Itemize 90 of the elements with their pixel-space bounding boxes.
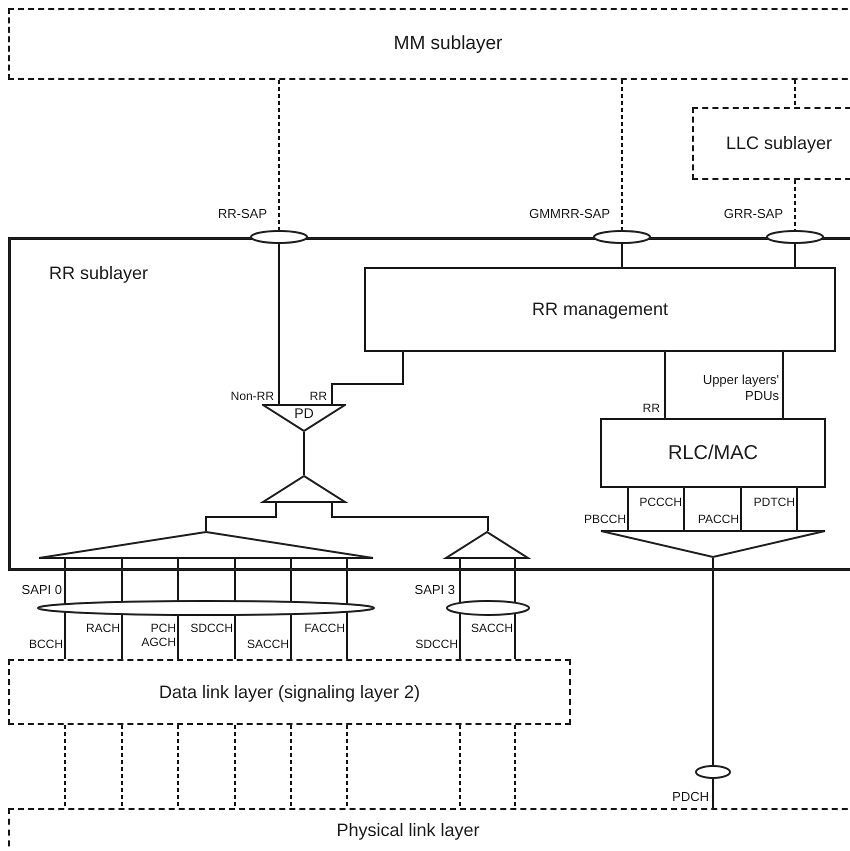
connector-line <box>796 488 798 530</box>
channel-label: PDCH <box>672 789 709 805</box>
connector-line <box>121 614 123 659</box>
edge-label: PBCCH <box>584 512 626 526</box>
edge-label: PCH AGCH <box>141 621 176 649</box>
dashed-connector <box>514 725 516 808</box>
triangle-label: PD <box>294 405 314 421</box>
connector-line <box>346 559 348 604</box>
connector-line <box>514 613 516 659</box>
dashed-connector <box>794 80 796 107</box>
connector-line <box>664 352 666 418</box>
process-box <box>600 418 826 488</box>
sap-ellipse <box>250 230 308 244</box>
connector-line <box>514 559 516 603</box>
edge-label: RACH <box>86 621 120 635</box>
edge-label: BCCH <box>28 637 63 651</box>
connector-line <box>782 352 784 418</box>
channel-group-ellipse <box>37 600 375 616</box>
box-label: Data link layer (signaling layer 2) <box>158 680 420 704</box>
dashed-connector <box>177 725 179 808</box>
sap-ellipse <box>593 230 651 244</box>
sap-ellipse <box>766 230 824 244</box>
channel-label: SAPI 3 <box>414 582 455 598</box>
connector-line <box>177 614 179 659</box>
dashed-connector <box>64 725 66 808</box>
dashed-connector <box>121 725 123 808</box>
edge-label: SACCH <box>470 621 513 635</box>
edge-label: PDTCH <box>754 495 795 509</box>
process-box <box>364 267 836 352</box>
connector-line <box>621 243 623 267</box>
connector-line <box>683 488 685 530</box>
sap-label: RR-SAP <box>218 206 267 222</box>
connector-line <box>712 558 714 766</box>
multiplexer-triangle <box>262 475 346 503</box>
edge-label: FACCH <box>304 621 345 635</box>
box-label: RR management <box>532 298 668 321</box>
connector-line <box>331 352 404 404</box>
edge-label: SDCCH <box>190 621 233 635</box>
connector-line <box>205 503 277 531</box>
connector-line <box>303 432 305 475</box>
connector-line <box>346 612 348 659</box>
layer-box <box>692 107 850 180</box>
connector-line <box>64 559 66 604</box>
edge-label: RR <box>310 389 327 403</box>
connector-line <box>64 612 66 659</box>
connector-line <box>121 559 123 602</box>
connector-line <box>794 243 796 267</box>
dashed-connector <box>346 725 348 808</box>
channel-group-ellipse <box>695 765 731 779</box>
dashed-connector <box>621 80 623 231</box>
dashed-connector <box>278 80 280 231</box>
connector-line <box>331 503 489 531</box>
box-label: Physical link layer <box>336 818 481 842</box>
dashed-connector <box>234 725 236 808</box>
layer-box <box>8 8 850 80</box>
sap-label: GRR-SAP <box>724 206 783 222</box>
connector-line <box>290 559 292 602</box>
layer-box <box>8 659 571 725</box>
layer-box <box>8 237 850 571</box>
dashed-connector <box>290 725 292 808</box>
multiplexer-triangle <box>38 531 374 559</box>
connector-line <box>712 778 714 808</box>
edge-label: Upper layers' PDUs <box>702 372 779 404</box>
box-label: RLC/MAC <box>668 441 758 466</box>
edge-label: PACCH <box>698 512 739 526</box>
edge-label: Non-RR <box>230 389 274 403</box>
edge-label: PCCCH <box>639 495 682 509</box>
edge-label: SDCCH <box>415 637 458 651</box>
edge-label: SACCH <box>246 637 289 651</box>
connector-line <box>627 488 629 530</box>
dashed-connector <box>459 725 461 808</box>
connector-line <box>234 559 236 602</box>
multiplexer-triangle <box>445 531 529 559</box>
connector-line <box>234 614 236 659</box>
channel-group-ellipse <box>446 600 530 616</box>
dashed-connector <box>794 180 796 231</box>
connector-line <box>459 559 461 603</box>
layer-label: RR sublayer <box>49 262 148 285</box>
edge-label: RR <box>642 401 660 415</box>
connector-line <box>177 559 179 602</box>
channel-label: SAPI 0 <box>22 582 62 598</box>
multiplexer-triangle <box>262 404 346 432</box>
box-label: LLC sublayer <box>724 132 834 155</box>
connector-line <box>459 613 461 659</box>
connector-line <box>278 243 280 404</box>
multiplexer-triangle <box>600 530 826 558</box>
box-label: MM sublayer <box>394 32 502 56</box>
connector-line <box>290 614 292 659</box>
sap-label: GMMRR-SAP <box>529 206 610 222</box>
connector-line <box>740 488 742 530</box>
